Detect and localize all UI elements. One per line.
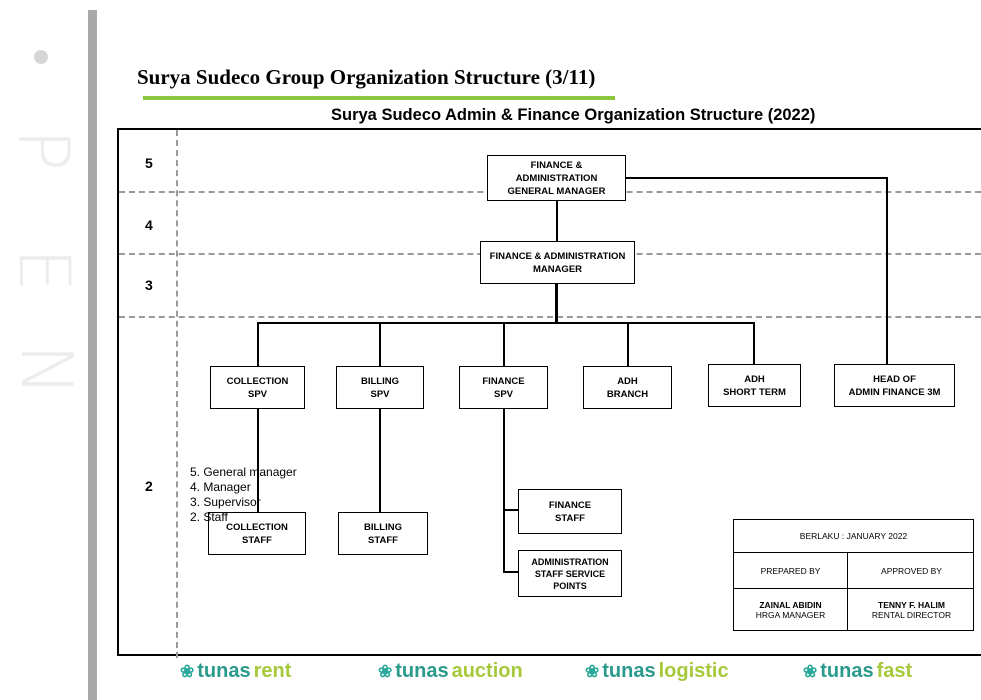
tunas-logo-icon: ❀: [585, 661, 600, 681]
connector-line: [556, 200, 558, 242]
org-box-collection-spv: COLLECTION SPV: [210, 366, 305, 409]
legend-item: 4. Manager: [190, 480, 251, 494]
connector-line: [503, 408, 505, 572]
org-box-finance-staff: FINANCE STAFF: [518, 489, 622, 534]
connector-line: [503, 571, 518, 573]
sidebar-bar: [88, 10, 97, 700]
legend-item: 2. Staff: [190, 510, 228, 524]
org-box-manager: FINANCE & ADMINISTRATION MANAGER: [480, 241, 635, 284]
org-box-general-manager: FINANCE & ADMINISTRATION GENERAL MANAGER: [487, 155, 626, 201]
level-divider-vertical: [176, 130, 178, 658]
prepared-by-name: ZAINAL ABIDIN: [759, 600, 822, 610]
effective-date: BERLAKU : JANUARY 2022: [734, 520, 973, 553]
connector-line: [555, 282, 558, 323]
legend-item: 3. Supervisor: [190, 495, 261, 509]
connector-line: [753, 322, 755, 364]
org-box-adh-branch: ADH BRANCH: [583, 366, 672, 409]
bullet-dot: [34, 50, 48, 64]
approval-table: BERLAKU : JANUARY 2022 PREPARED BY APPRO…: [733, 519, 974, 631]
connector-line: [257, 322, 754, 324]
brand-suffix: auction: [451, 660, 523, 682]
connector-line: [503, 322, 505, 366]
tunas-logo-icon: ❀: [180, 661, 195, 681]
connector-line: [379, 322, 381, 366]
brand-name: tunas: [197, 660, 251, 682]
prepared-by-role: HRGA MANAGER: [755, 610, 826, 620]
org-box-collection-staff: COLLECTION STAFF: [208, 512, 306, 555]
org-chart-frame: [117, 128, 981, 656]
org-box-administration-staff: ADMINISTRATION STAFF SERVICE POINTS: [518, 550, 622, 597]
level-number: 4: [145, 217, 153, 233]
level-divider: [119, 316, 981, 318]
brand-name: tunas: [395, 660, 449, 682]
connector-line: [625, 177, 887, 179]
org-chart-title: Surya Sudeco Admin & Finance Organizatio…: [331, 106, 816, 124]
brand-name: tunas: [602, 660, 656, 682]
level-legend: 5. General manager 4. Manager 3. Supervi…: [190, 465, 297, 525]
approved-by-label: APPROVED BY: [881, 565, 942, 576]
connector-line: [886, 177, 888, 364]
table-divider: [847, 552, 848, 631]
tunas-logo-icon: ❀: [378, 661, 393, 681]
org-box-adh-short-term: ADH SHORT TERM: [708, 364, 801, 407]
org-box-head-admin-finance: HEAD OF ADMIN FINANCE 3M: [834, 364, 955, 407]
approved-by-signatory: TENNY F. HALIM RENTAL DIRECTOR: [848, 589, 975, 631]
prepared-by-label: PREPARED BY: [760, 565, 821, 576]
org-box-billing-spv: BILLING SPV: [336, 366, 424, 409]
connector-line: [379, 408, 381, 512]
tunas-logo-icon: ❀: [803, 661, 818, 681]
table-divider: [734, 588, 973, 589]
title-underline: [143, 96, 615, 100]
level-number: 2: [145, 478, 153, 494]
connector-line: [257, 408, 259, 512]
watermark-letter: E: [3, 247, 86, 293]
brand-suffix: logistic: [658, 660, 729, 682]
document-title: Surya Sudeco Group Organization Structur…: [137, 65, 596, 89]
connector-line: [503, 509, 518, 511]
brand-suffix: fast: [876, 660, 913, 682]
level-number: 3: [145, 277, 153, 293]
prepared-by-signatory: ZAINAL ABIDIN HRGA MANAGER: [734, 589, 847, 631]
watermark-letter: N: [5, 343, 88, 397]
level-number: 5: [145, 155, 153, 171]
watermark-letter: P: [2, 128, 85, 172]
approved-by-name: TENNY F. HALIM: [878, 600, 945, 610]
connector-line: [257, 322, 259, 366]
org-box-billing-staff: BILLING STAFF: [338, 512, 428, 555]
org-box-finance-spv: FINANCE SPV: [459, 366, 548, 409]
brand-suffix: rent: [253, 660, 292, 682]
connector-line: [627, 322, 629, 366]
brand-name: tunas: [820, 660, 874, 682]
legend-item: 5. General manager: [190, 465, 297, 479]
approved-by-role: RENTAL DIRECTOR: [871, 610, 952, 620]
